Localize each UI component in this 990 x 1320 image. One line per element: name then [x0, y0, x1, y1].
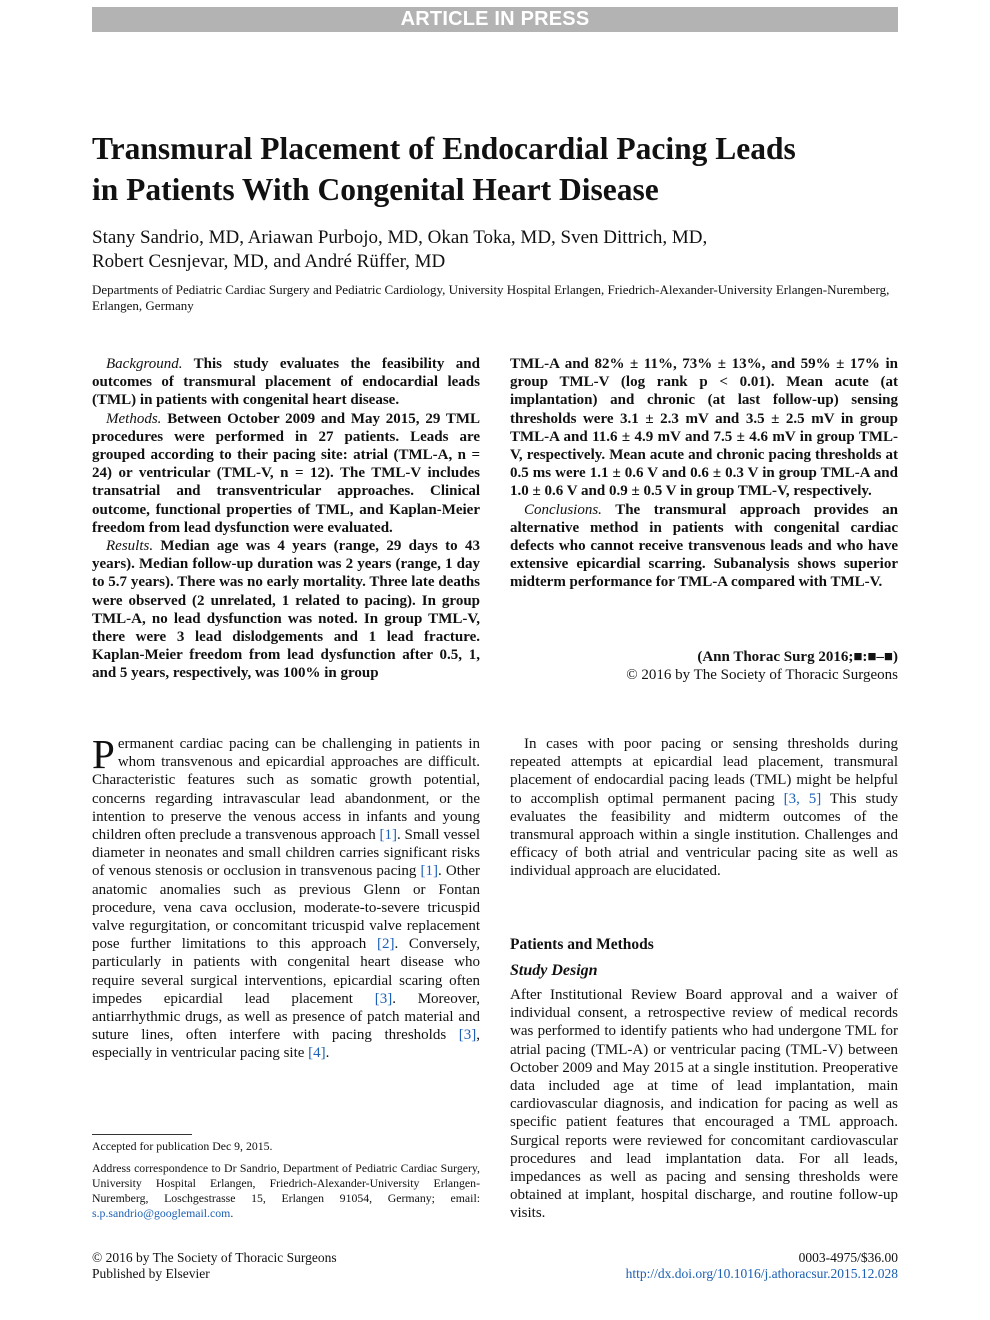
- authors-line-2: Robert Cesnjevar, MD, and André Rüffer, …: [92, 251, 446, 272]
- intro-paragraph-2: In cases with poor pacing or sensing thr…: [510, 735, 898, 881]
- reference-link[interactable]: [3]: [374, 990, 393, 1007]
- correspondence-text: Address correspondence to Dr Sandrio, De…: [92, 1161, 480, 1221]
- drop-cap: P: [92, 731, 115, 777]
- intro-text: . Small vessel diameter in neonates and …: [92, 827, 480, 880]
- footnote-divider: [92, 1134, 192, 1135]
- doi-link[interactable]: http://dx.doi.org/10.1016/j.athoracsur.2…: [625, 1266, 898, 1281]
- intro-text: , especially in ventricular pacing site: [92, 1027, 480, 1062]
- page-footer-right: 0003-4975/$36.00 http://dx.doi.org/10.10…: [626, 1250, 898, 1282]
- article-title: Transmural Placement of Endocardial Paci…: [92, 128, 902, 210]
- intro-text: . Other anatomic anomalies such as previ…: [92, 863, 481, 953]
- citation-block: (Ann Thorac Surg 2016;■:■–■) © 2016 by T…: [510, 648, 898, 684]
- abstract-methods: Methods. Between October 2009 and May 20…: [92, 410, 480, 537]
- intro-text: This study evaluates the feasibility and…: [510, 790, 898, 880]
- journal-citation: (Ann Thorac Surg 2016;■:■–■): [697, 649, 898, 665]
- conclusions-text: The transmural approach provides an alte…: [510, 501, 898, 591]
- society-copyright: © 2016 by The Society of Thoracic Surgeo…: [626, 667, 898, 684]
- intro-text: . Moreover, antiarrhythmic drugs, as wel…: [92, 990, 481, 1044]
- footer-publisher: Published by Elsevier: [92, 1266, 210, 1281]
- article-in-press-banner: ARTICLE IN PRESS: [92, 7, 898, 32]
- intro-right-column: In cases with poor pacing or sensing thr…: [510, 735, 898, 881]
- title-line-1: Transmural Placement of Endocardial Paci…: [92, 131, 796, 166]
- abstract-results: Results. Median age was 4 years (range, …: [92, 537, 480, 683]
- abstract-background: Background. This study evaluates the fea…: [92, 355, 480, 410]
- reference-link[interactable]: [3]: [458, 1027, 477, 1044]
- reference-link[interactable]: [1]: [379, 827, 398, 844]
- methods-text: Between October 2009 and May 2015, 29 TM…: [92, 410, 480, 536]
- abstract-conclusions: Conclusions. The transmural approach pro…: [510, 501, 898, 592]
- reference-link[interactable]: [3, 5]: [783, 790, 822, 807]
- intro-text: ermanent cardiac pacing can be challengi…: [92, 736, 480, 844]
- results-text: Median age was 4 years (range, 29 days t…: [92, 538, 480, 682]
- methods-label: Methods.: [106, 410, 162, 427]
- footnote-correspondence: Address correspondence to Dr Sandrio, De…: [92, 1161, 480, 1221]
- subsection-heading: Study Design: [510, 962, 598, 979]
- author-list: Stany Sandrio, MD, Ariawan Purbojo, MD, …: [92, 226, 902, 274]
- abstract-right-column: TML-A and 82% ± 11%, 73% ± 13%, and 59% …: [510, 355, 898, 592]
- email-link[interactable]: s.p.sandrio@googlemail.com: [92, 1206, 231, 1220]
- title-line-2: in Patients With Congenital Heart Diseas…: [92, 172, 659, 207]
- section-heading: Patients and Methods: [510, 936, 654, 953]
- footnote-period: .: [230, 1206, 234, 1220]
- abstract-left-column: Background. This study evaluates the fea…: [92, 355, 480, 683]
- reference-link[interactable]: [1]: [420, 863, 439, 880]
- study-design-column: After Institutional Review Board approva…: [510, 986, 898, 1223]
- footer-copyright: © 2016 by The Society of Thoracic Surgeo…: [92, 1250, 337, 1265]
- abstract-results-continued: TML-A and 82% ± 11%, 73% ± 13%, and 59% …: [510, 356, 898, 500]
- intro-text: In cases with poor pacing or sensing thr…: [510, 736, 898, 807]
- reference-link[interactable]: [2]: [376, 936, 395, 953]
- study-design-paragraph: After Institutional Review Board approva…: [510, 987, 898, 1222]
- footnote-accepted: Accepted for publication Dec 9, 2015.: [92, 1139, 480, 1154]
- reference-link[interactable]: [4]: [308, 1045, 326, 1062]
- intro-text: .: [325, 1045, 330, 1062]
- conclusions-label: Conclusions.: [524, 501, 602, 518]
- results-label: Results.: [106, 538, 154, 555]
- intro-text: . Conversely, particularly in patients w…: [92, 936, 480, 1007]
- accepted-date: Accepted for publication Dec 9, 2015.: [92, 1139, 273, 1153]
- background-label: Background.: [106, 356, 183, 372]
- authors-line-1: Stany Sandrio, MD, Ariawan Purbojo, MD, …: [92, 227, 708, 248]
- address-text: Address correspondence to Dr Sandrio, De…: [92, 1161, 480, 1205]
- page-footer-left: © 2016 by The Society of Thoracic Surgeo…: [92, 1250, 337, 1282]
- footer-issn-price: 0003-4975/$36.00: [798, 1250, 898, 1265]
- affiliation: Departments of Pediatric Cardiac Surgery…: [92, 282, 890, 313]
- background-text: This study evaluates the feasibility and…: [92, 356, 480, 409]
